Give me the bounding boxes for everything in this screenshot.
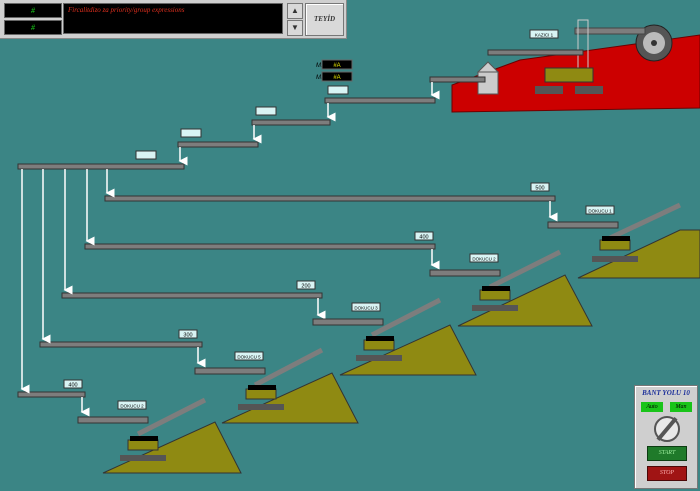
feeder-conveyor-5[interactable] [17,391,86,398]
flow-arrows [20,82,558,417]
svg-text:DOKUCU 1: DOKUCU 1 [588,209,612,214]
svg-text:KAZICI 1: KAZICI 1 [535,33,554,38]
stacker-4[interactable] [194,347,359,424]
meter-m1-value: #A [333,63,340,69]
scroll-down-button[interactable]: ▼ [287,20,303,36]
svg-text:300: 300 [183,333,192,339]
control-panel-title: BANT YOLU 10 [642,389,690,397]
distance-tag-3: 200 [296,280,316,290]
distance-tag-1: 500 [530,182,550,192]
top-status-panel: # # Fircalitdizo za priority/group expre… [0,0,347,39]
excavator-body[interactable] [544,67,594,83]
svg-text:DOKUCU 3: DOKUCU 3 [354,306,378,311]
distance-tag-5: 400 [63,379,83,389]
meter-m1: M1 #A [316,59,353,70]
conveyor-status-chips [135,85,349,160]
svg-text:DOKUCU 2: DOKUCU 2 [120,404,144,409]
distance-tag-2: 400 [414,231,434,241]
svg-text:DOKUCU 2: DOKUCU 2 [472,257,496,262]
conveyor-excavator-out[interactable] [429,76,486,83]
feeder-conveyor-3[interactable] [61,292,323,299]
meter-m1-label: M1 [316,63,324,69]
svg-text:DOKUCU 5: DOKUCU 5 [237,355,261,360]
conveyor-main-distributor[interactable] [17,163,185,170]
message-display: Fircalitdizo za priority/group expressio… [63,3,283,34]
meter-m3-label: M3 [316,75,325,81]
manual-mode-indicator[interactable]: Man [670,402,692,412]
stacker-3[interactable] [312,297,477,376]
excavator-track-right [575,86,603,94]
svg-text:200: 200 [301,284,310,290]
belt-control-panel: BANT YOLU 10 Auto Man START STOP [634,385,698,489]
confirm-button[interactable]: TEYİD [305,3,344,36]
stop-button[interactable]: STOP [647,466,687,481]
meter-m3: M3 #A [316,71,353,82]
conveyor-stage-3[interactable] [177,141,259,148]
conveyor-stage-1[interactable] [324,97,436,104]
status-indicator-2: # [4,20,62,35]
status-indicator-1: # [4,3,62,18]
conveyor-excavator-top[interactable] [487,49,584,56]
stacker-2[interactable] [429,249,593,327]
feeder-conveyor-4[interactable] [39,341,203,348]
feeder-conveyor-1[interactable] [104,195,556,202]
svg-text:400: 400 [68,383,77,389]
svg-text:500: 500 [535,186,544,192]
excavator-track-left [535,86,563,94]
stacker-1[interactable] [547,202,700,279]
machine-tag-stacker-3: DOKUCU 3 [351,302,381,312]
scroll-up-button[interactable]: ▲ [287,3,303,19]
distance-tag-4: 300 [178,329,198,339]
svg-text:400: 400 [419,235,428,241]
machine-tag-stacker-4: DOKUCU 5 [234,351,264,361]
machine-tag-stacker-1: DOKUCU 1 [585,205,615,215]
mode-selector-knob-icon[interactable] [654,416,680,442]
auto-mode-indicator[interactable]: Auto [641,402,663,412]
conveyor-stage-2[interactable] [251,119,331,126]
feeder-conveyor-2[interactable] [84,243,436,250]
excavator-boom [574,27,646,35]
machine-tag-stacker-5: DOKUCU 2 [117,400,147,410]
machine-tag-excavator: KAZICI 1 [529,29,559,39]
stacker-5[interactable] [77,397,242,474]
meter-m3-value: #A [333,75,340,81]
start-button[interactable]: START [647,446,687,461]
machine-tag-stacker-2: DOKUCU 2 [469,253,499,263]
